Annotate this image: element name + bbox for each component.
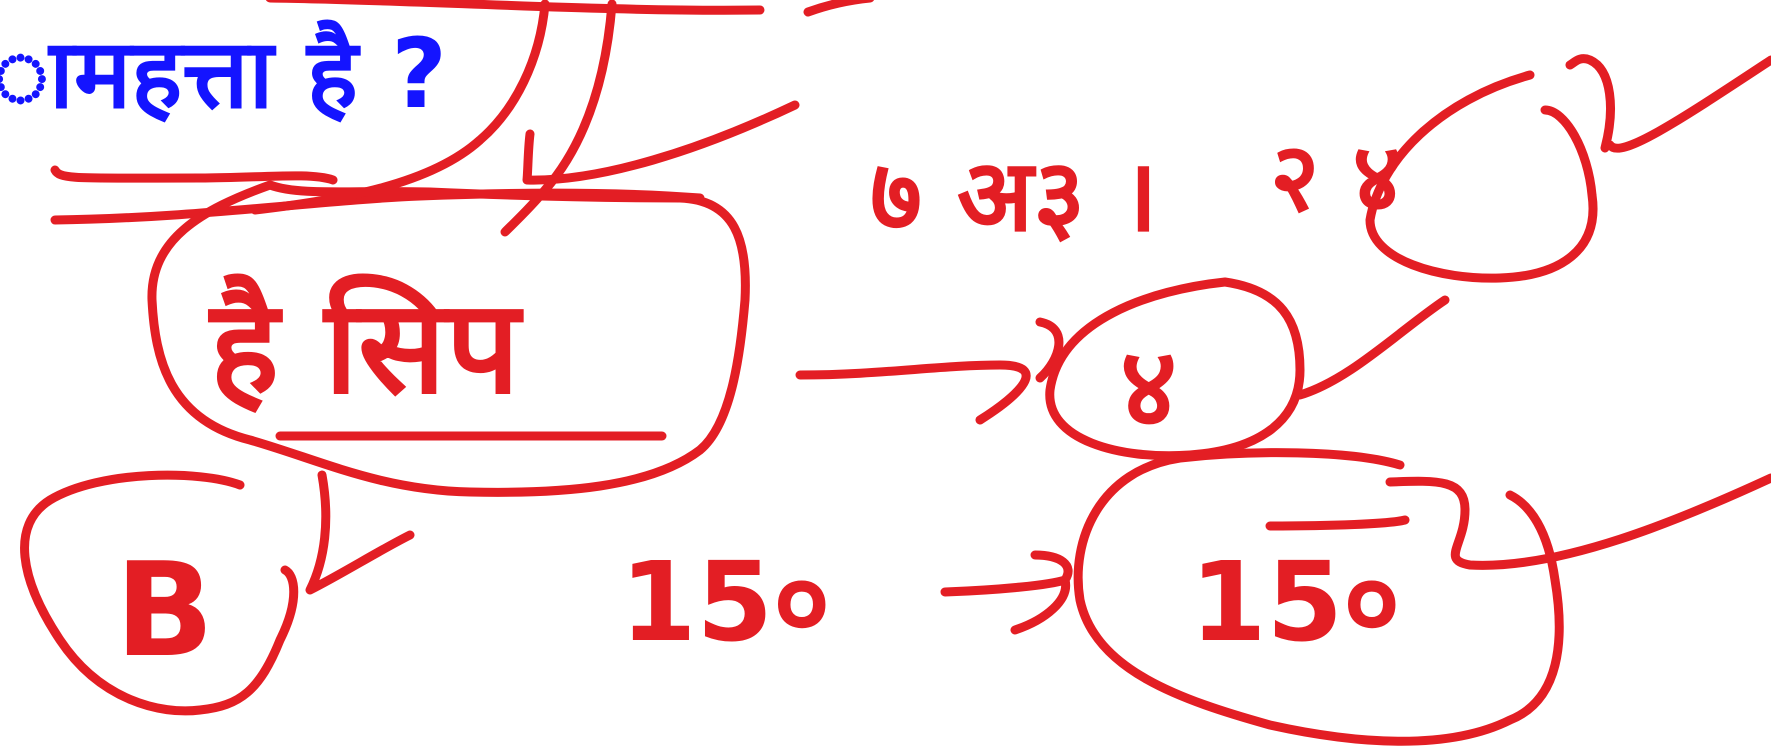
title-heading: ामहत्ता है ? [0,18,447,130]
circle-four-tail [1295,295,1450,400]
box-bottom-right-outline [1073,448,1564,746]
top-right-tail [1565,54,1771,153]
arrow-to-four [795,317,1064,425]
box-bottom-right-top-stroke [1265,515,1410,531]
handwriting-middle-right: ४ [1120,323,1177,451]
main-box-outline [147,180,750,497]
vertical-stroke-left [250,0,550,215]
handwriting-bottom-middle: 15० [620,538,830,666]
handwriting-box-bottom-right: 15० [1190,538,1400,666]
handwriting-circle-left: B [115,534,214,686]
circle-b-outline [20,470,299,716]
circle-top-right-outline [1365,70,1598,283]
arrow-bottom-middle [940,550,1073,635]
underline-stroke-1 [50,165,338,185]
handwriting-box-main: है सिप [207,271,524,423]
connector-stroke [305,470,415,595]
handwriting-top-center: ७ अ३ । [870,137,1158,254]
box-bottom-right-tail [1385,473,1771,570]
top-line-stroke [265,0,765,15]
vertical-stroke-right [500,0,617,237]
handwriting-top-right: २ ४ [1270,123,1402,233]
top-small-stroke [803,0,875,17]
curved-stroke [522,100,800,185]
